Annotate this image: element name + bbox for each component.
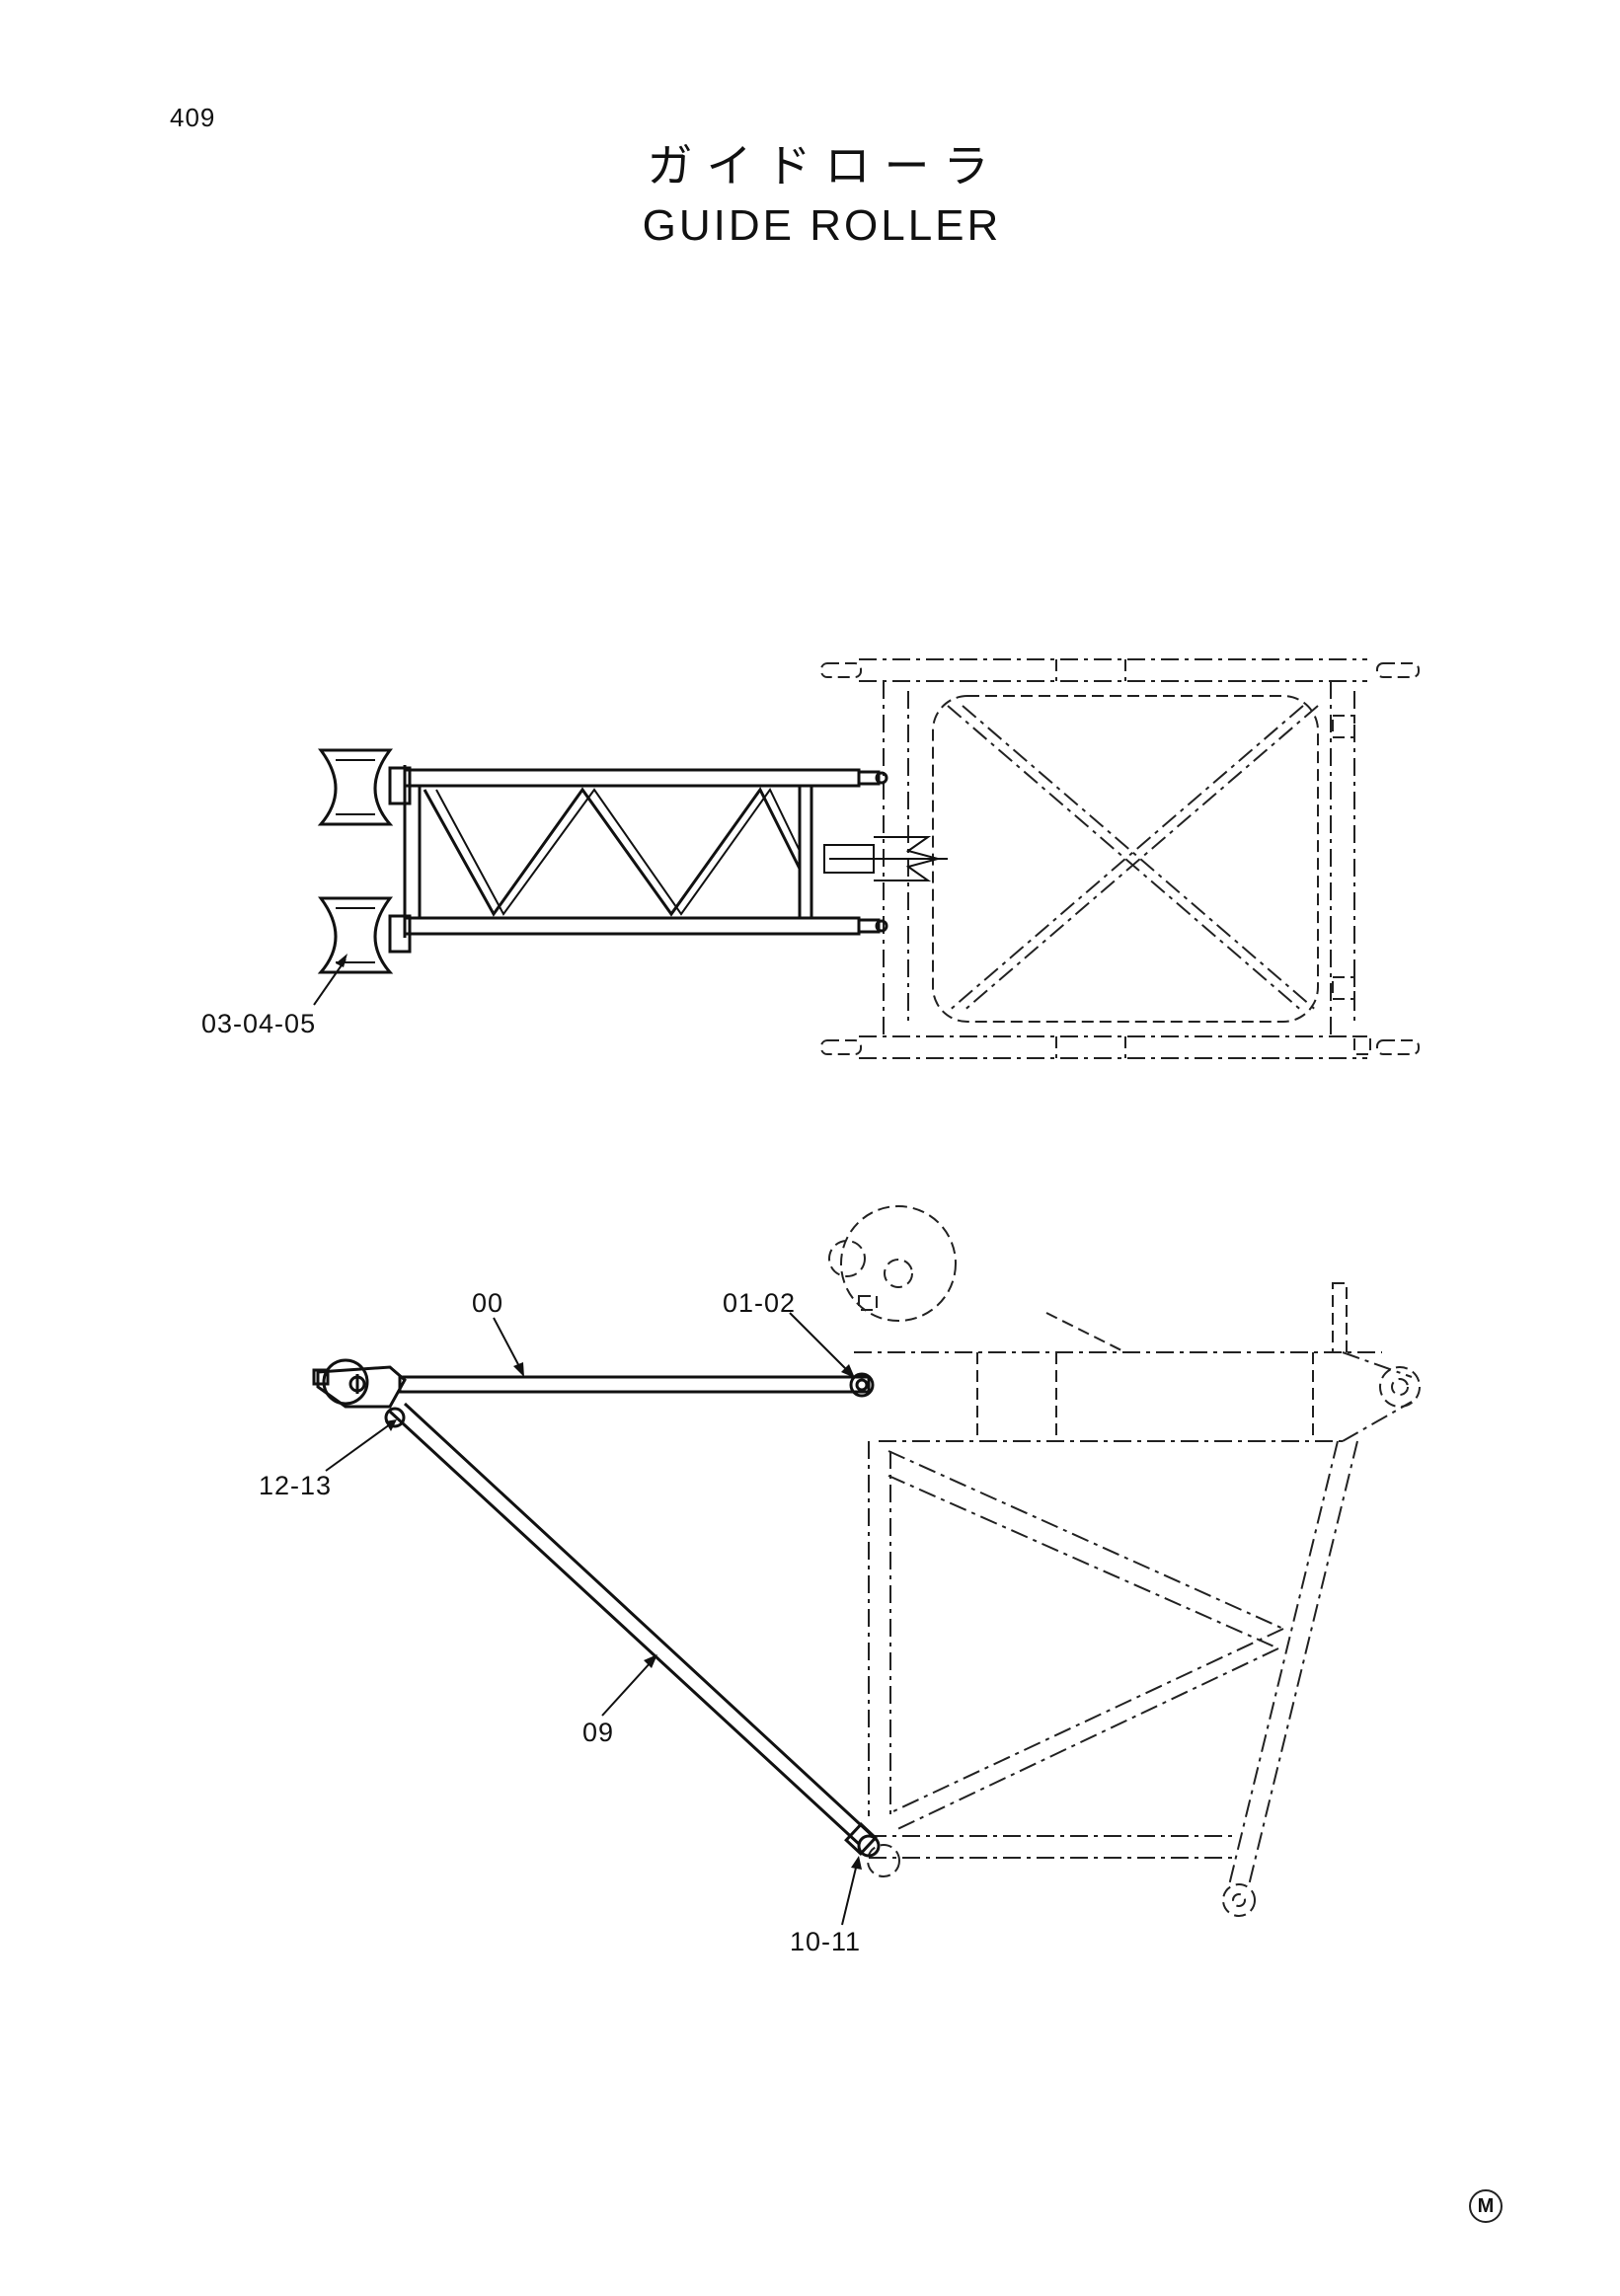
- guide-roller-frame: [403, 765, 948, 938]
- m-mark-icon: M: [1469, 2189, 1503, 2223]
- top-view: [313, 658, 1420, 1059]
- arrowhead-03-04-05: [336, 954, 347, 967]
- title-english: GUIDE ROLLER: [642, 201, 1002, 250]
- callout-12-13: 12-13: [259, 1471, 333, 1500]
- brace: [384, 1402, 881, 1858]
- side-view: [312, 1205, 1421, 1926]
- title-japanese: ガイドローラ: [647, 139, 1003, 192]
- side-leaders: [325, 1312, 862, 1926]
- title-block: ガイドローラ GUIDE ROLLER: [0, 130, 1620, 251]
- callout-10-11: 10-11: [790, 1927, 862, 1956]
- callout-01-02: 01-02: [723, 1288, 797, 1318]
- roller-lower: [317, 896, 412, 974]
- leader-03-04-05: [313, 958, 347, 1006]
- guide-arm: [312, 1358, 875, 1409]
- roller-upper: [317, 748, 412, 826]
- callout-03-04-05: 03-04-05: [201, 1009, 317, 1038]
- callout-09: 09: [582, 1718, 615, 1747]
- page-number: 409: [170, 103, 216, 132]
- callout-00: 00: [472, 1288, 504, 1318]
- boom-section-outline: [828, 1205, 1421, 1917]
